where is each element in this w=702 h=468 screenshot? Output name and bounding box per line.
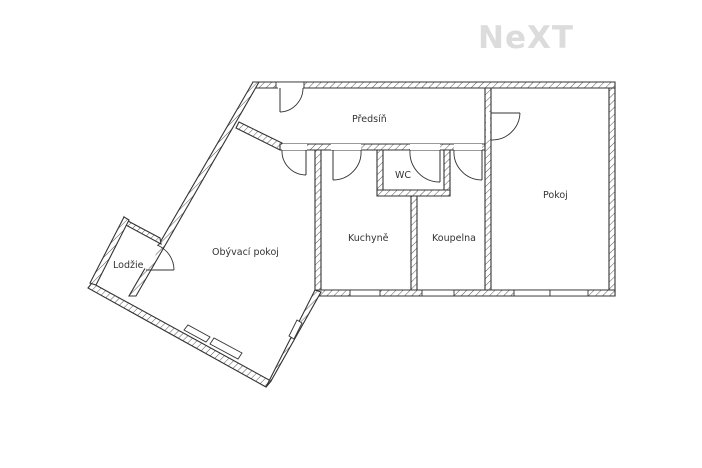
wall-group-loggia: [89, 215, 162, 286]
label-kuchyne: Kuchyně: [348, 233, 389, 244]
wall-diagonal-upper: [128, 81, 260, 297]
wall-wc-right: [443, 149, 451, 197]
wall-right: [608, 87, 616, 297]
room-labels: Předsíň Pokoj WC Kuchyně Koupelna Obývac…: [113, 114, 568, 271]
logo-text: NeXT: [478, 20, 574, 55]
wall-living-kitchen: [314, 149, 322, 293]
wall-wc-bottom: [376, 189, 451, 197]
label-obyvaci-pokoj: Obývací pokoj: [212, 247, 279, 258]
wall-hall-diagonal: [235, 121, 283, 151]
wall-group-inner: [314, 149, 616, 297]
label-lodzie: Lodžie: [113, 260, 144, 271]
window-living-bottom-2: [209, 337, 243, 360]
window-living-bottom-1: [183, 324, 211, 343]
wall-living-bottom: [87, 282, 272, 388]
wall-kitchen-wc: [376, 149, 384, 191]
window-kitchen-bottom: [349, 289, 381, 297]
label-pokoj: Pokoj: [543, 190, 568, 201]
window-pokoj-bottom-1: [513, 289, 551, 297]
windows: [183, 81, 589, 360]
doors: [142, 86, 521, 271]
label-wc: WC: [395, 170, 411, 181]
label-predsin: Předsíň: [352, 114, 387, 125]
label-koupelna: Koupelna: [432, 233, 476, 244]
window-koupelna-bottom: [421, 289, 455, 297]
window-pokoj-bottom-2: [549, 289, 589, 297]
wall-top: [252, 81, 616, 89]
next-logo: NeXT: [478, 20, 574, 55]
window-living-right: [288, 319, 303, 340]
wall-kitchen-bathroom: [410, 195, 418, 293]
wall-loggia-left: [89, 216, 130, 286]
wall-loggia-top: [123, 215, 162, 246]
